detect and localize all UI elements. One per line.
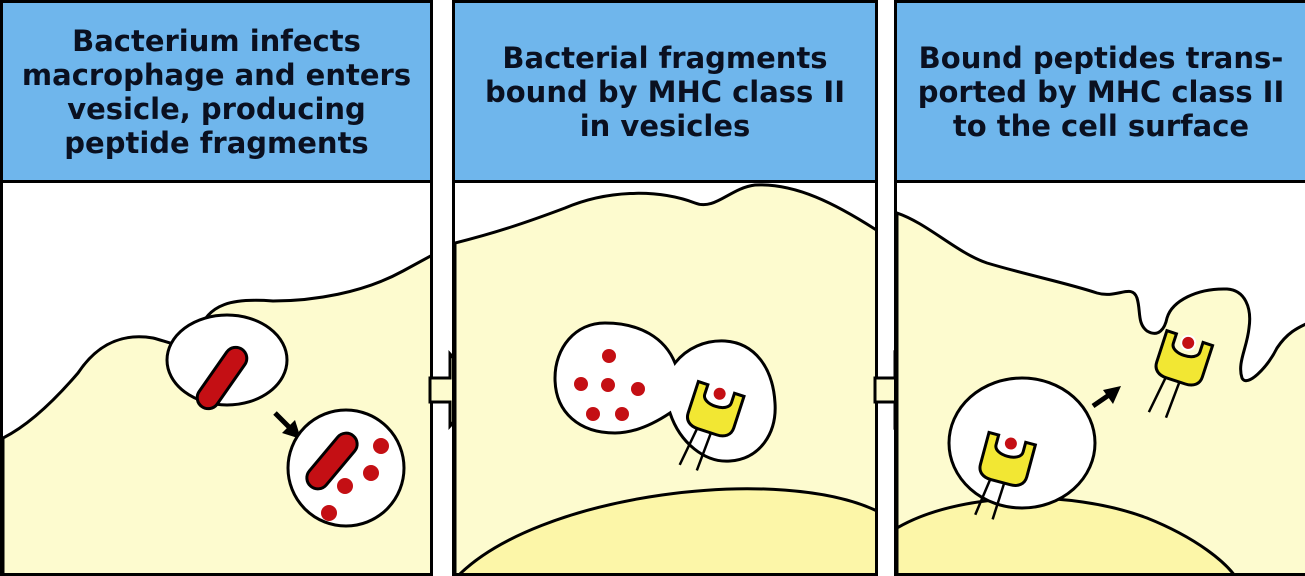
panel-header: Bacterium infects macrophage and enters … — [3, 3, 430, 183]
transport-vesicle — [949, 378, 1095, 508]
panel-header: Bacterial fragments bound by MHC class I… — [455, 3, 875, 183]
vesicle-with-fragments — [288, 410, 404, 526]
panel-surface-transport: Bound peptides trans- ported by MHC clas… — [894, 0, 1305, 576]
panel-header: Bound peptides trans- ported by MHC clas… — [897, 3, 1305, 183]
mhc-binding-scene — [455, 183, 878, 576]
panel-infection: Bacterium infects macrophage and enters … — [0, 0, 433, 576]
infection-scene — [3, 183, 433, 576]
panel-title: Bound peptides trans- ported by MHC clas… — [918, 41, 1285, 143]
panel-mhc-binding: Bacterial fragments bound by MHC class I… — [452, 0, 878, 576]
panel-title: Bacterial fragments bound by MHC class I… — [485, 41, 845, 143]
surface-transport-scene — [897, 183, 1305, 576]
panel-title: Bacterium infects macrophage and enters … — [22, 24, 411, 160]
